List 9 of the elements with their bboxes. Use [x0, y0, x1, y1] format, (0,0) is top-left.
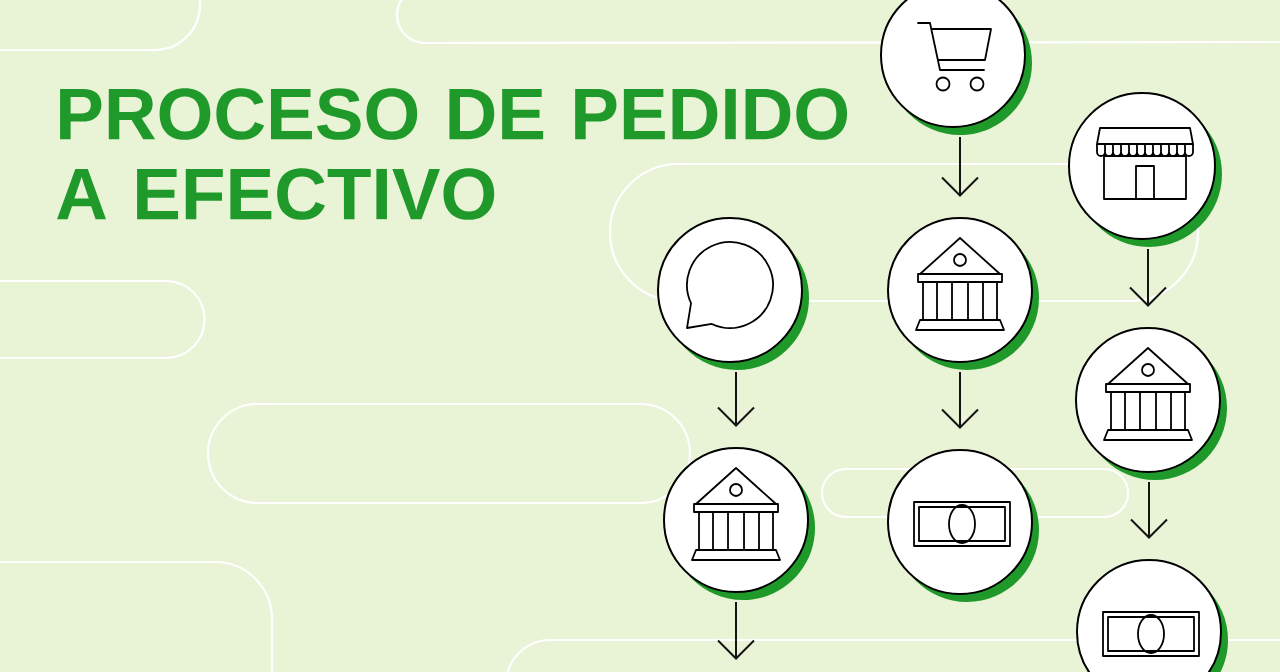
icon-circle: [1068, 92, 1222, 247]
icon-circle: [887, 449, 1039, 602]
icon-circle: [880, 0, 1032, 135]
title: PROCESO DE PEDIDO A EFECTIVO: [57, 88, 848, 220]
icon-circle: [663, 447, 815, 600]
icon-circle: [657, 217, 809, 370]
icon-circle: [887, 217, 1039, 370]
icon-circle: [1076, 559, 1228, 672]
icon-circle: [1075, 327, 1227, 480]
